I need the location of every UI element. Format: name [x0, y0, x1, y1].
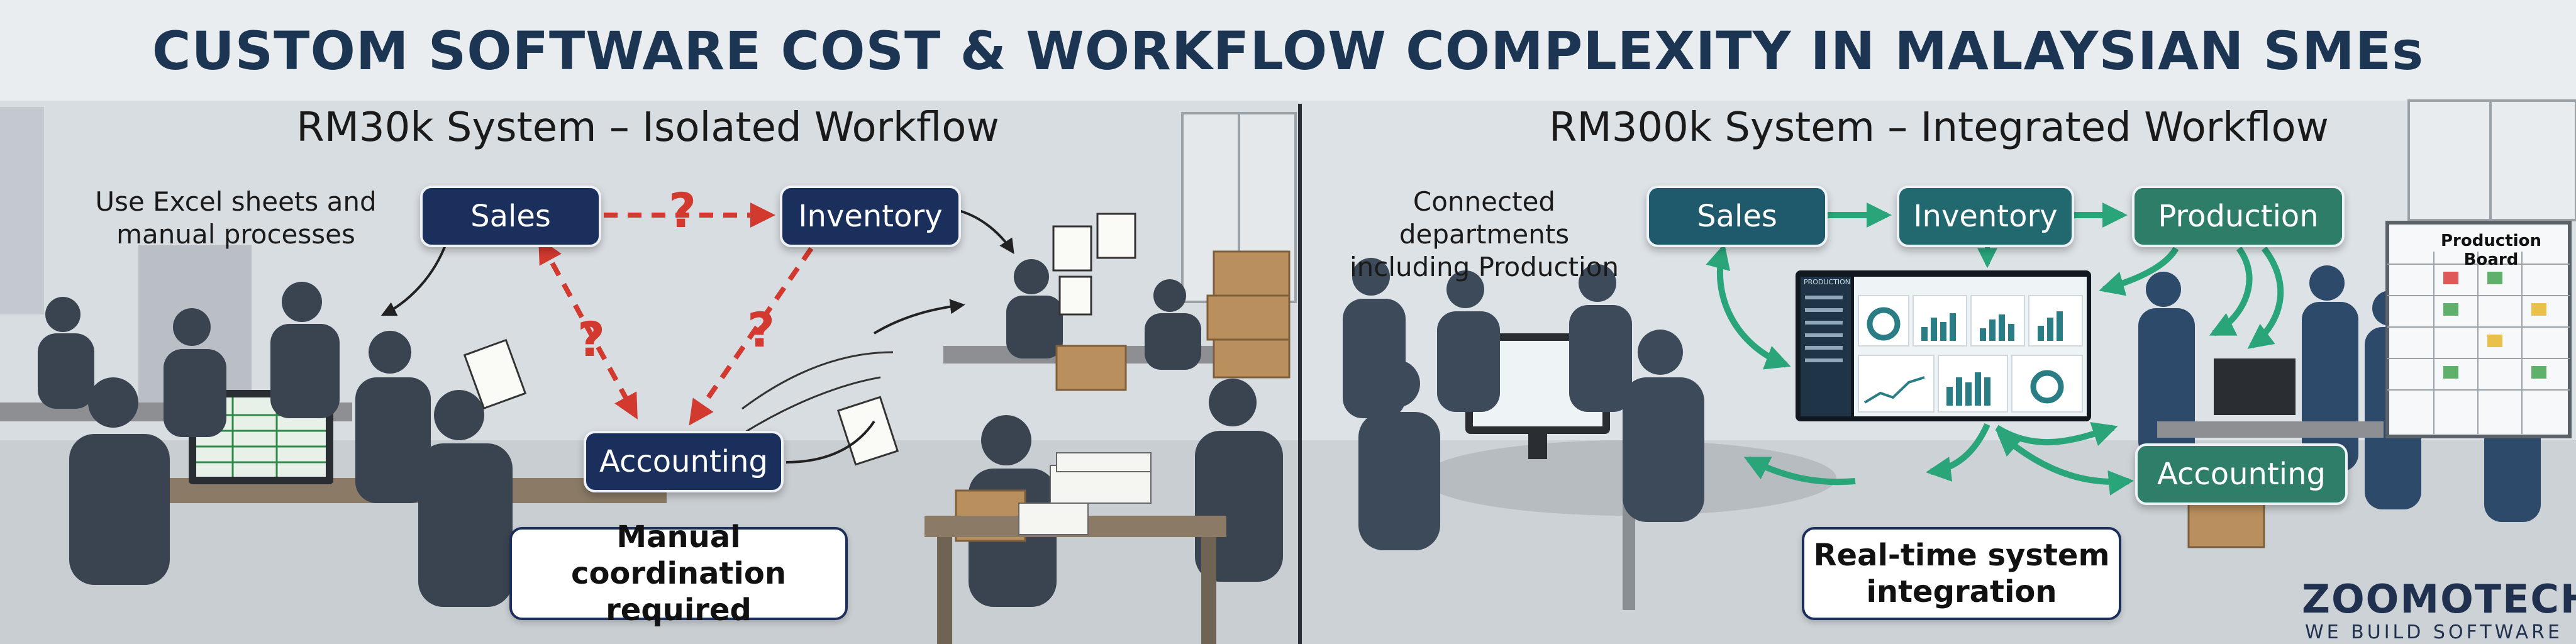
brand-logo: ZOOMOTECH: [2302, 576, 2576, 622]
left-note-line-1: Use Excel sheets and: [95, 186, 377, 217]
people-right: [1343, 258, 1704, 550]
left-panel-title: RM30k System – Isolated Workflow: [296, 104, 999, 151]
left-note-line-2: manual processes: [116, 219, 355, 250]
people-left: [38, 282, 513, 607]
dashboard-header: PRODUCTION: [1804, 278, 1850, 286]
left-callout-line-1: Manual coordination: [571, 519, 786, 591]
window-left: [0, 107, 44, 314]
right-callout: Real-time system integration: [1802, 527, 2121, 620]
left-callout-line-2: required: [606, 592, 752, 628]
question-mark-icon: ?: [669, 182, 697, 238]
left-node-sales: Sales: [420, 186, 601, 247]
right-note-line-1: Connected departments: [1399, 186, 1570, 250]
right-panel-title: RM300k System – Integrated Workflow: [1549, 104, 2329, 151]
right-node-production: Production: [2132, 186, 2345, 247]
brand-tagline: WE BUILD SOFTWARE: [2305, 621, 2563, 643]
right-node-accounting: Accounting: [2135, 443, 2348, 505]
right-callout-line-2: integration: [1866, 574, 2057, 609]
question-mark-icon: ?: [577, 311, 606, 367]
left-node-inventory: Inventory: [780, 186, 961, 247]
right-note: Connected departments including Producti…: [1327, 186, 1641, 284]
arrow-inventory-accounting: [689, 247, 814, 426]
page-title: CUSTOM SOFTWARE COST & WORKFLOW COMPLEXI…: [152, 20, 2424, 82]
right-node-sales: Sales: [1646, 186, 1828, 247]
production-board-title: Production Board: [2441, 231, 2541, 269]
right-node-inventory: Inventory: [1897, 186, 2074, 247]
left-callout: Manual coordination required: [509, 519, 848, 628]
left-node-accounting: Accounting: [584, 431, 784, 492]
right-note-line-2: including Production: [1349, 252, 1619, 282]
question-mark-icon: ?: [747, 302, 775, 358]
panel-divider: [1298, 104, 1302, 644]
right-callout-line-1: Real-time system: [1813, 538, 2110, 573]
left-note: Use Excel sheets and manual processes: [94, 186, 377, 251]
arrow-sales-accounting: [538, 237, 638, 420]
